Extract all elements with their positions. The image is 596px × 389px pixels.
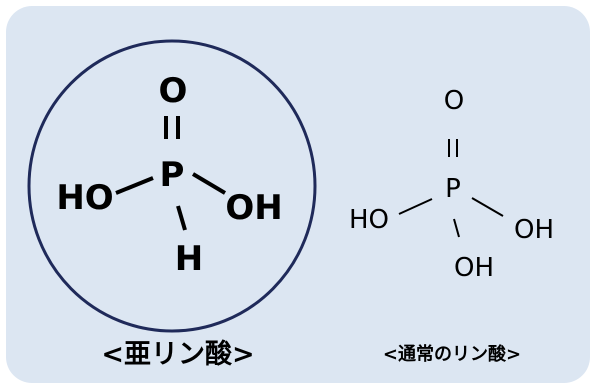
- atom-p-center: P: [160, 155, 185, 195]
- atom-oh-bottom: OH: [454, 253, 494, 283]
- atom-o-top: O: [159, 71, 188, 111]
- diagram-panel: O P HO OH H O P HO OH OH: [6, 6, 590, 383]
- phosphorous-acid-structure: O P HO OH H: [56, 71, 282, 279]
- atom-ho-left: HO: [56, 178, 113, 218]
- atom-ho-left: HO: [349, 205, 389, 235]
- bond-ho-p: [398, 198, 433, 215]
- atom-p-center: P: [445, 174, 461, 204]
- highlight-circle: [27, 39, 317, 333]
- bond-p-oh-bottom: [453, 218, 460, 238]
- bond-p-oh: [191, 172, 227, 195]
- structure-comparison-diagram: O P HO OH H O P HO OH OH: [27, 39, 554, 370]
- atom-o-top: O: [444, 86, 464, 116]
- atom-h-bottom: H: [175, 239, 203, 279]
- caption-phosphorous-acid: <亜リン酸>: [101, 339, 254, 370]
- phosphoric-acid-structure: O P HO OH OH: [349, 86, 554, 283]
- caption-phosphoric-acid: <通常のリン酸>: [383, 343, 521, 365]
- atom-oh-right: OH: [225, 188, 282, 228]
- bond-p-oh: [471, 197, 504, 217]
- atom-oh-right: OH: [514, 215, 554, 245]
- bond-ho-p: [115, 176, 154, 195]
- bond-p-h: [176, 205, 187, 231]
